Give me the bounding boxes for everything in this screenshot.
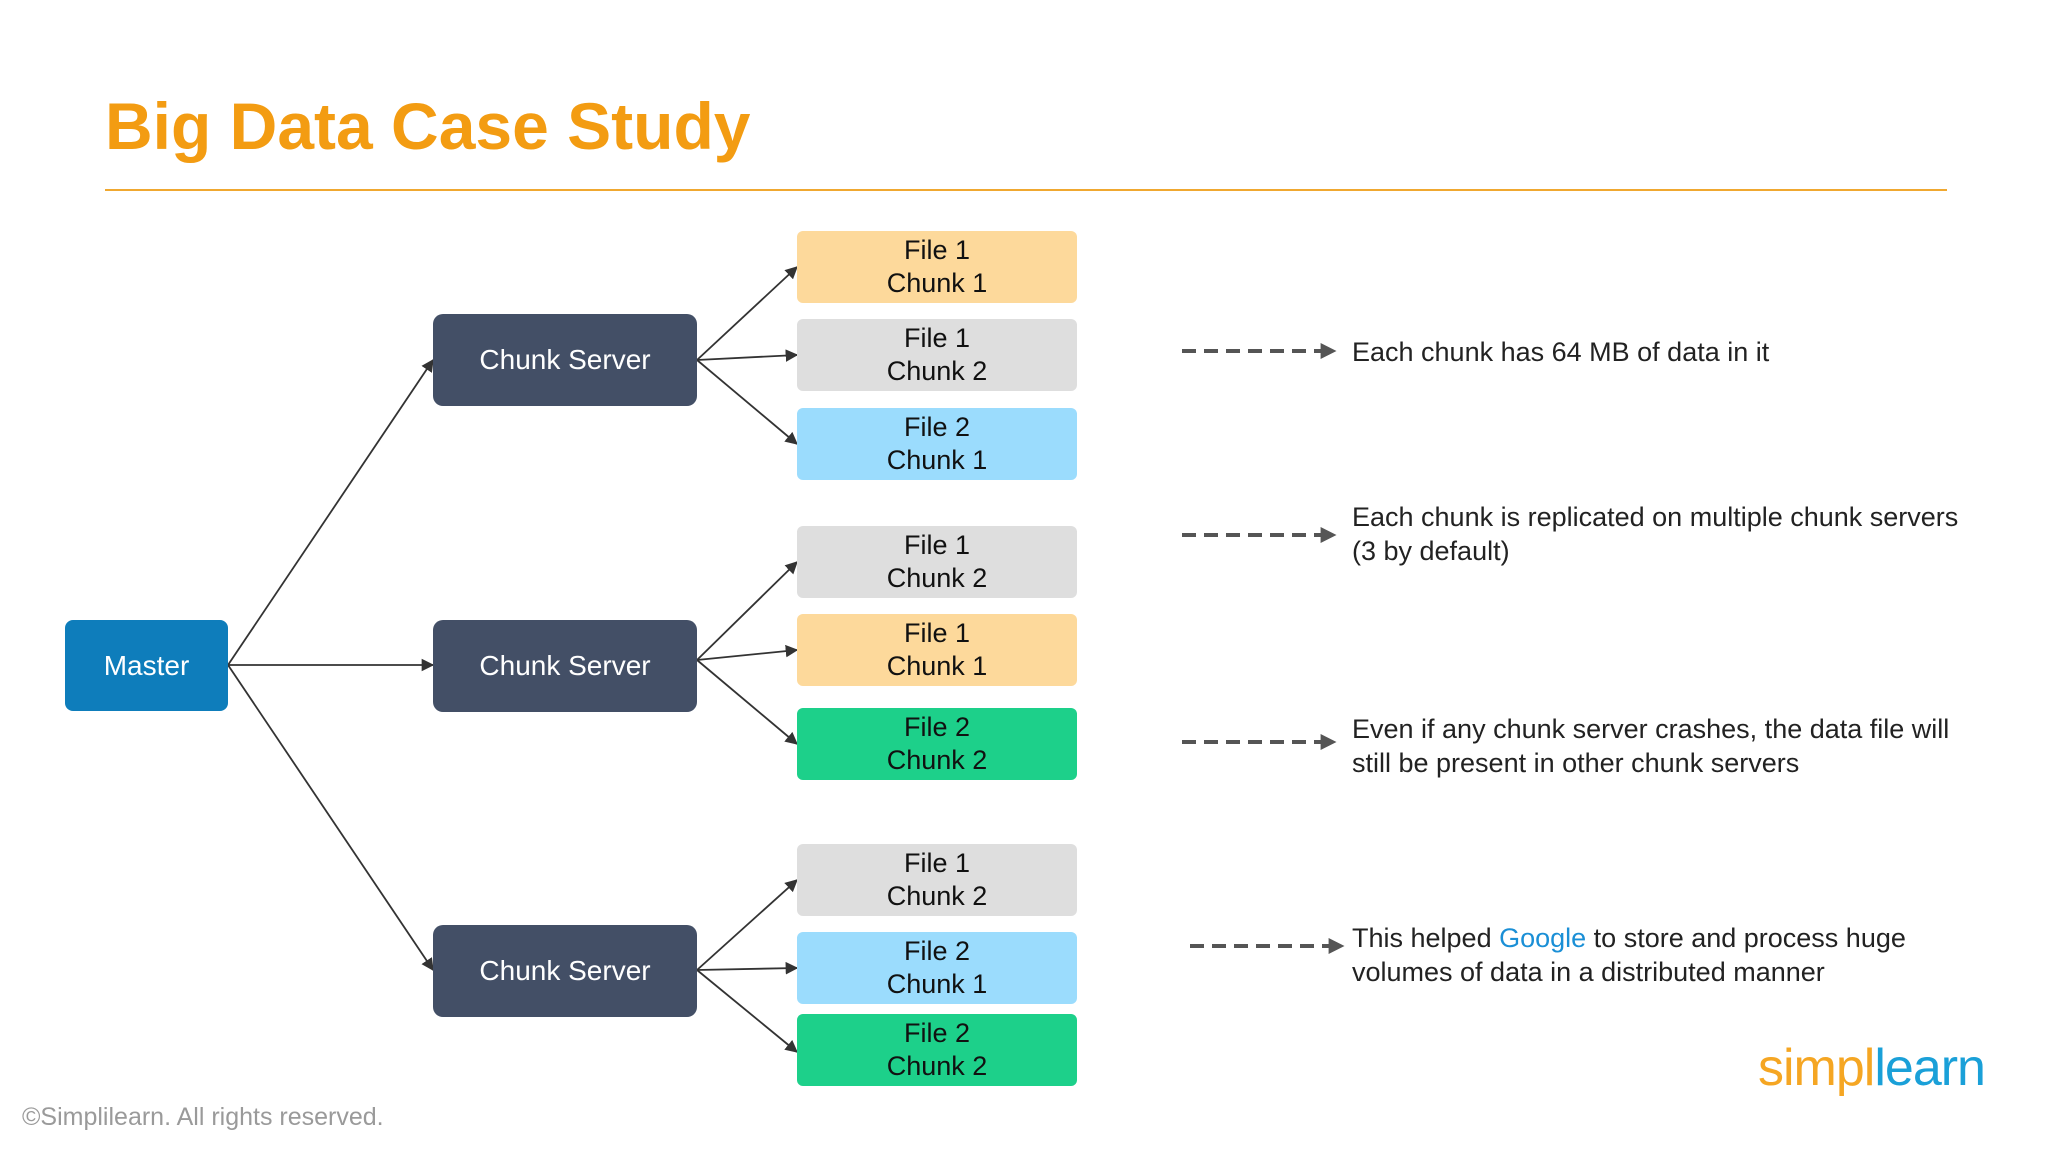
note-line: volumes of data in a distributed manner bbox=[1352, 957, 1825, 987]
note-google: This helped Google to store and process … bbox=[1352, 921, 1906, 989]
chunk-file-label: File 1 bbox=[903, 530, 971, 560]
chunk-server-1: Chunk Server bbox=[433, 314, 697, 406]
note-line: (3 by default) bbox=[1352, 536, 1510, 566]
simplilearn-logo: simpllearn bbox=[1758, 1038, 1986, 1098]
server-to-chunk-arrow bbox=[696, 644, 799, 661]
chunk-server-2: Chunk Server bbox=[433, 620, 697, 712]
server-to-chunk-arrow bbox=[696, 359, 798, 445]
server-to-chunk-arrow bbox=[696, 561, 798, 661]
server-to-chunk-arrow bbox=[696, 349, 799, 362]
chunk-box: File 2 Chunk 1 bbox=[797, 408, 1077, 480]
copyright-text: ©Simplilearn. All rights reserved. bbox=[22, 1103, 384, 1131]
chunk-box: File 1 Chunk 2 bbox=[797, 526, 1077, 598]
chunk-number-label: Chunk 1 bbox=[886, 969, 988, 999]
chunk-number-label: Chunk 2 bbox=[886, 881, 988, 911]
logo-part-simpl: simpl bbox=[1758, 1039, 1875, 1097]
chunk-box: File 1 Chunk 1 bbox=[797, 614, 1077, 686]
chunk-server-label: Chunk Server bbox=[479, 650, 651, 681]
chunk-box: File 2 Chunk 2 bbox=[797, 1014, 1077, 1086]
chunk-number-label: Chunk 2 bbox=[886, 1051, 988, 1081]
master-node: Master bbox=[65, 620, 228, 711]
chunk-file-label: File 2 bbox=[903, 1018, 971, 1048]
chunk-box: File 2 Chunk 1 bbox=[797, 932, 1077, 1004]
chunk-number-label: Chunk 2 bbox=[886, 563, 988, 593]
chunk-server-label: Chunk Server bbox=[479, 344, 651, 375]
server-to-chunk-arrow bbox=[696, 961, 799, 975]
server-to-chunk-arrow bbox=[696, 659, 798, 745]
chunk-number-label: Chunk 1 bbox=[886, 651, 988, 681]
chunk-box: File 1 Chunk 2 bbox=[797, 319, 1077, 391]
chunk-file-label: File 1 bbox=[903, 323, 971, 353]
chunk-number-label: Chunk 1 bbox=[886, 268, 988, 298]
chunk-box: File 1 Chunk 1 bbox=[797, 231, 1077, 303]
note-fault-tolerance: Even if any chunk server crashes, the da… bbox=[1352, 712, 1949, 780]
google-link-text: Google bbox=[1499, 923, 1587, 953]
chunk-box: File 2 Chunk 2 bbox=[797, 708, 1077, 780]
slide-title: Big Data Case Study bbox=[105, 89, 751, 163]
note-text: This helped bbox=[1352, 923, 1500, 953]
note-line: still be present in other chunk servers bbox=[1352, 748, 1800, 778]
chunk-box: File 1 Chunk 2 bbox=[797, 844, 1077, 916]
note-replication: Each chunk is replicated on multiple chu… bbox=[1352, 500, 1958, 568]
master-to-server-arrow bbox=[227, 358, 434, 666]
chunk-number-label: Chunk 2 bbox=[886, 745, 988, 775]
master-to-server-arrow bbox=[227, 664, 434, 972]
logo-part-learn: learn bbox=[1874, 1039, 1986, 1097]
chunk-file-label: File 1 bbox=[903, 235, 971, 265]
note-line: Even if any chunk server crashes, the da… bbox=[1352, 714, 1950, 744]
title-underline bbox=[105, 189, 1947, 191]
server-to-chunk-arrow bbox=[696, 879, 798, 971]
chunk-file-label: File 2 bbox=[903, 712, 971, 742]
note-line: Each chunk is replicated on multiple chu… bbox=[1352, 502, 1959, 532]
chunk-file-label: File 1 bbox=[903, 618, 971, 648]
chunk-server-label: Chunk Server bbox=[479, 955, 651, 986]
note-line: This helped Google to store and process … bbox=[1352, 921, 1906, 955]
chunk-number-label: Chunk 1 bbox=[886, 445, 988, 475]
master-label: Master bbox=[103, 649, 190, 681]
note-chunk-size: Each chunk has 64 MB of data in it bbox=[1352, 335, 1769, 369]
note-line: Each chunk has 64 MB of data in it bbox=[1352, 337, 1770, 367]
chunk-server-3: Chunk Server bbox=[433, 925, 697, 1017]
server-to-chunk-arrow bbox=[696, 969, 798, 1053]
chunk-file-label: File 1 bbox=[903, 848, 971, 878]
server-to-chunk-arrow bbox=[696, 266, 798, 361]
chunk-file-label: File 2 bbox=[903, 412, 971, 442]
chunk-file-label: File 2 bbox=[903, 936, 971, 966]
note-text: to store and process huge bbox=[1586, 923, 1906, 953]
chunk-number-label: Chunk 2 bbox=[886, 356, 988, 386]
